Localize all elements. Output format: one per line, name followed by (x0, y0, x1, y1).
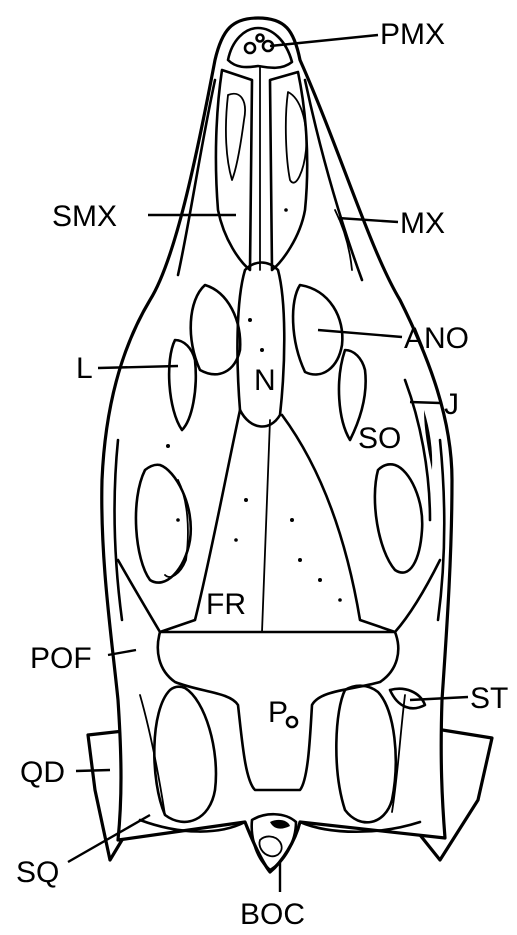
texture-dot (234, 538, 238, 542)
texture-dot (176, 518, 180, 522)
label-qd: QD (20, 756, 65, 789)
label-l: L (76, 352, 93, 385)
label-n: N (254, 364, 276, 397)
label-j: J (444, 388, 459, 421)
label-p: P (268, 696, 288, 729)
label-mx: MX (400, 207, 445, 240)
texture-dot (290, 518, 294, 522)
texture-dot (318, 578, 322, 582)
texture-dot (166, 444, 170, 448)
label-boc: BOC (240, 898, 305, 931)
texture-dot (284, 208, 288, 212)
texture-dot (298, 558, 302, 562)
label-so: SO (358, 422, 401, 455)
texture-dot (244, 498, 248, 502)
label-pof: POF (30, 642, 92, 675)
label-fr: FR (206, 588, 246, 621)
texture-dot (260, 348, 264, 352)
label-ano: ANO (404, 322, 469, 355)
leader-qd (76, 770, 110, 771)
texture-dot (248, 318, 252, 322)
label-smx: SMX (52, 200, 117, 233)
label-sq: SQ (16, 856, 59, 889)
leader-j (410, 402, 440, 403)
label-pmx: PMX (380, 18, 445, 51)
texture-dot (338, 598, 342, 602)
label-st: ST (470, 682, 508, 715)
